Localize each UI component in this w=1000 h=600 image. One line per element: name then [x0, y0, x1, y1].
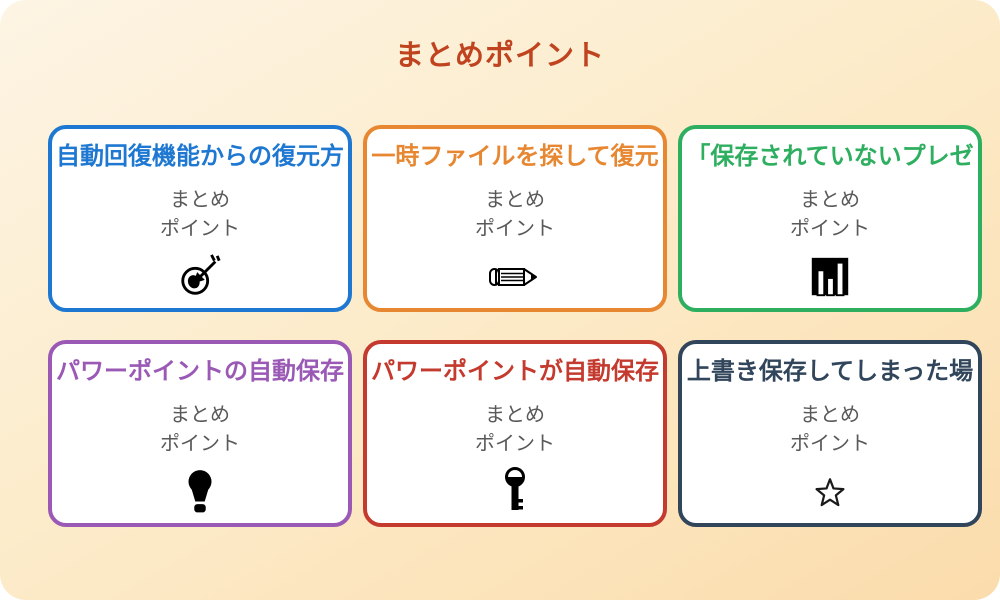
key-icon	[500, 466, 530, 514]
light-bulb-icon	[183, 466, 217, 514]
card-temp-file[interactable]: 一時ファイルを探して復元 まとめ ポイント	[363, 125, 667, 312]
card-title: 一時ファイルを探して復元	[371, 142, 659, 170]
page-title: まとめポイント	[394, 38, 605, 72]
card-grid: 自動回復機能からの復元方 まとめ ポイント 一時ファイルを探して復元	[48, 125, 982, 527]
card-title: 自動回復機能からの復元方	[56, 142, 344, 170]
card-title: パワーポイントが自動保存	[371, 357, 659, 385]
dart-target-icon	[177, 251, 223, 299]
card-body-line2: ポイント	[160, 431, 240, 455]
card-title: パワーポイントの自動保存	[56, 357, 344, 385]
card-body-line2: ポイント	[790, 216, 870, 240]
card-body-line1: まとめ	[170, 187, 230, 211]
bar-chart-icon	[807, 251, 853, 299]
card-title: 上書き保存してしまった場	[686, 357, 974, 385]
card-body-line2: ポイント	[160, 216, 240, 240]
card-title: 「保存されていないプレゼ	[686, 142, 974, 170]
card-body-line1: まとめ	[485, 402, 545, 426]
star-outline-icon	[813, 461, 847, 509]
card-body-line2: ポイント	[475, 431, 555, 455]
card-autosave-setting[interactable]: パワーポイントの自動保存 まとめ ポイント	[48, 340, 352, 527]
card-body-line2: ポイント	[475, 216, 555, 240]
card-body-line1: まとめ	[170, 402, 230, 426]
card-auto-recovery[interactable]: 自動回復機能からの復元方 まとめ ポイント	[48, 125, 352, 312]
card-body-line1: まとめ	[800, 402, 860, 426]
card-unsaved-presentation[interactable]: 「保存されていないプレゼ まとめ ポイント	[678, 125, 982, 312]
card-body-line2: ポイント	[790, 431, 870, 455]
card-autosave-location[interactable]: パワーポイントが自動保存 まとめ ポイント	[363, 340, 667, 527]
pencil-icon	[487, 244, 543, 292]
card-body-line1: まとめ	[485, 187, 545, 211]
card-body-line1: まとめ	[800, 187, 860, 211]
card-overwrite-save[interactable]: 上書き保存してしまった場 まとめ ポイント	[678, 340, 982, 527]
